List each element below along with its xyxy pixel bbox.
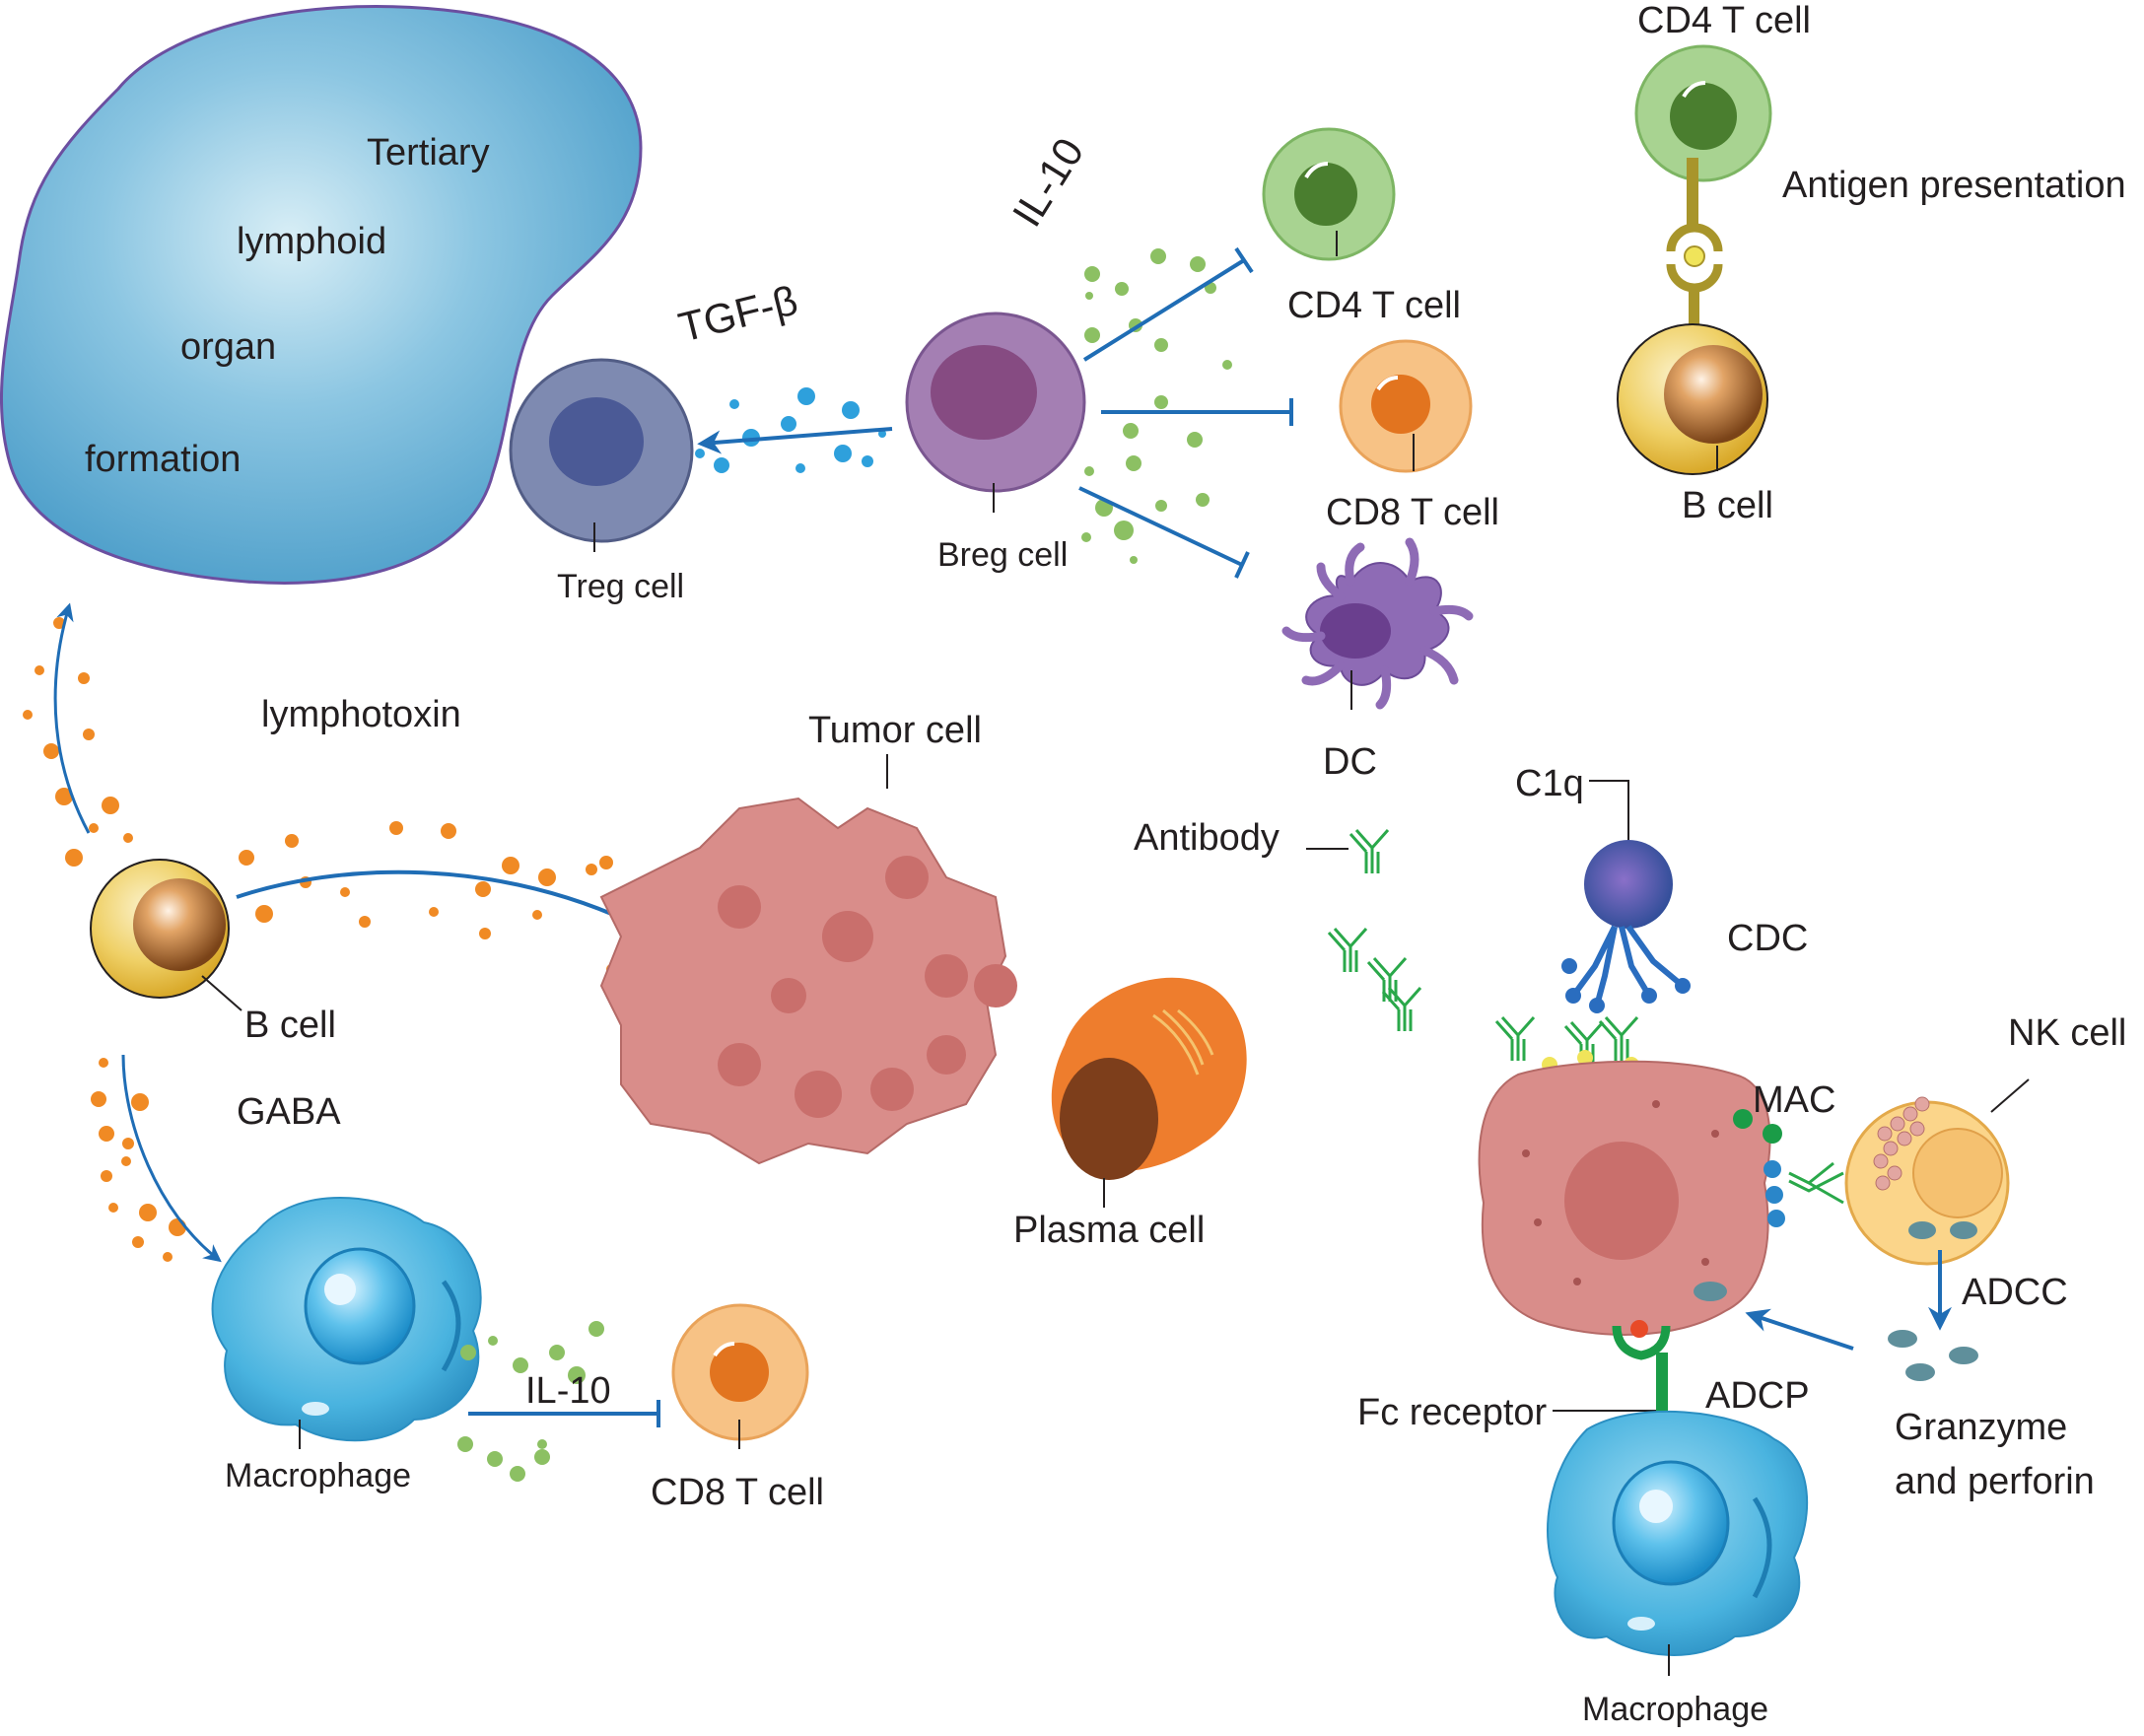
granzyme-arrow <box>1745 1308 1854 1351</box>
breg-label: Breg cell <box>937 536 1068 574</box>
tumor-cell-label: Tumor cell <box>808 710 982 751</box>
lymphotoxin-dots <box>23 617 616 974</box>
tlo-label-1: Tertiary <box>367 132 490 174</box>
b-cell-left <box>90 859 242 1011</box>
fc-receptor <box>1612 1320 1671 1422</box>
antibody-icons <box>1327 828 1422 1033</box>
tlo-label-2: lymphoid <box>237 221 386 262</box>
granzyme-label-2: and perforin <box>1895 1461 2095 1502</box>
c1q-molecule <box>1561 840 1691 1013</box>
cd4-t-cell-mid <box>1262 127 1396 261</box>
dc-label: DC <box>1323 741 1377 783</box>
fc-receptor-label: Fc receptor <box>1357 1392 1548 1433</box>
antigen-presentation-label: Antigen presentation <box>1782 165 2126 206</box>
tgf-arrow <box>697 427 893 454</box>
tlo-label-3: organ <box>180 326 276 368</box>
arrow-to-macrophage <box>121 1054 222 1263</box>
il10-bottom-label: IL-10 <box>525 1370 611 1412</box>
macrophage-left-label: Macrophage <box>225 1457 411 1494</box>
adcp-label: ADCP <box>1705 1375 1810 1417</box>
nk-cell <box>1844 1078 2030 1266</box>
c1q-label: C1q <box>1515 763 1584 804</box>
breg-inhibition-lines <box>1078 246 1293 579</box>
macrophage-right-label: Macrophage <box>1582 1691 1768 1728</box>
adcc-label: ADCC <box>1962 1272 2068 1313</box>
arrow-to-tlo <box>53 602 91 834</box>
treg-cell <box>509 358 694 552</box>
nk-cell-label: NK cell <box>2008 1012 2126 1054</box>
mac-label: MAC <box>1753 1079 1835 1121</box>
granzyme-granules <box>1694 1282 1978 1381</box>
antibody-label: Antibody <box>1134 817 1279 859</box>
gaba-dots <box>91 1058 186 1262</box>
il10-bottom-dots <box>457 1321 604 1482</box>
cd8-mid-label: CD8 T cell <box>1326 492 1499 533</box>
macrophage-right <box>1547 1410 1809 1676</box>
cd8-t-cell-mid <box>1339 339 1473 473</box>
plasma-cell <box>1051 977 1247 1208</box>
macrophage-left <box>211 1197 482 1449</box>
b-cell-top <box>1617 323 1768 475</box>
b-cell-top-label: B cell <box>1682 485 1773 526</box>
plasma-cell-label: Plasma cell <box>1013 1210 1205 1251</box>
tlo-label-4: formation <box>85 439 241 480</box>
treg-label: Treg cell <box>557 568 684 605</box>
il10-top-dots <box>1081 248 1232 564</box>
cd4-t-cell-top <box>1634 44 1772 182</box>
mac-pores <box>1733 1109 1785 1227</box>
tumor-cluster <box>599 797 1017 1165</box>
mhc-tcr-complex <box>1666 158 1723 355</box>
lymphotoxin-label: lymphotoxin <box>261 694 461 735</box>
granzyme-label-1: Granzyme <box>1895 1407 2067 1448</box>
gaba-label: GABA <box>237 1091 341 1133</box>
cd8-t-cell-bottom <box>671 1303 809 1449</box>
tlo-blob <box>0 5 643 585</box>
b-cell-left-label: B cell <box>244 1005 336 1046</box>
tgf-beta-label: TGF-β <box>674 277 802 351</box>
cd8-bottom-label: CD8 T cell <box>651 1472 824 1513</box>
cd4-top-label: CD4 T cell <box>1637 0 1811 41</box>
tgf-beta-dots <box>695 387 886 473</box>
dendritic-cell <box>1281 537 1474 710</box>
il10-top-label: IL-10 <box>1003 130 1093 235</box>
cd4-mid-label: CD4 T cell <box>1287 285 1461 326</box>
breg-cell <box>905 312 1086 513</box>
cdc-label: CDC <box>1727 918 1808 959</box>
bound-antibody-nk <box>1788 1161 1844 1205</box>
tumor-cell-target <box>1478 1060 1771 1336</box>
